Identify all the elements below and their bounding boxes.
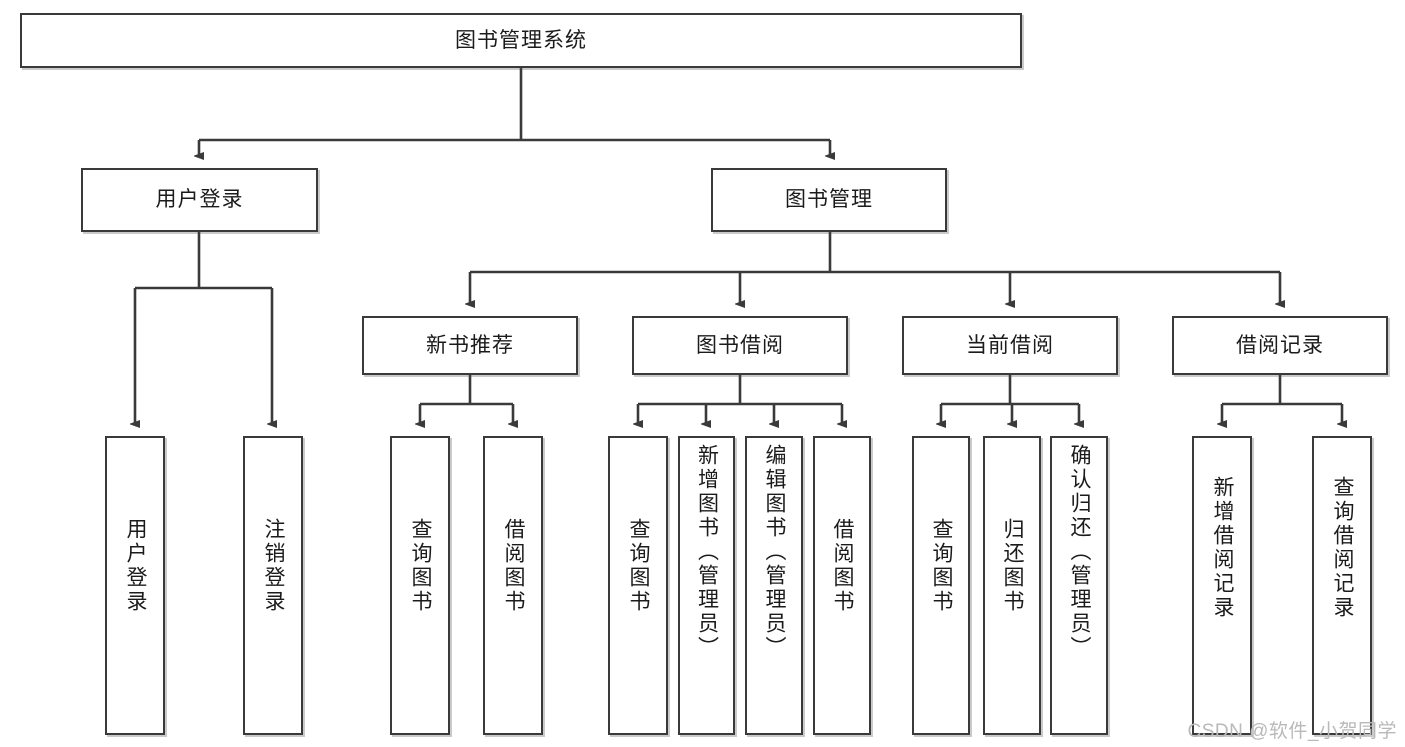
node-leaf-borrow-book-2[interactable]: 借阅图书 [813,436,871,735]
node-book-borrow-label: 图书借阅 [696,333,784,357]
node-new-book-recommend-label: 新书推荐 [426,333,514,357]
node-leaf-user-login[interactable]: 用户登录 [105,436,165,735]
node-leaf-edit-book-admin[interactable]: 编辑图书（管理员） [745,436,803,735]
node-leaf-borrow-book-1-label: 借阅图书 [502,518,526,614]
node-leaf-edit-book-admin-label: 编辑图书（管理员） [763,444,787,660]
node-leaf-query-book-1-label: 查询图书 [409,518,433,614]
node-leaf-confirm-return-admin-label: 确认归还（管理员） [1068,444,1092,660]
node-leaf-query-borrow-record-label: 查询借阅记录 [1331,476,1355,620]
node-leaf-query-book-3[interactable]: 查询图书 [912,436,970,735]
node-book-manage[interactable]: 图书管理 [711,168,947,232]
node-book-borrow[interactable]: 图书借阅 [632,316,848,375]
node-current-borrow-label: 当前借阅 [966,333,1054,357]
node-user-login[interactable]: 用户登录 [81,168,318,232]
node-current-borrow[interactable]: 当前借阅 [902,316,1118,375]
node-leaf-borrow-book-1[interactable]: 借阅图书 [483,436,543,735]
node-root[interactable]: 图书管理系统 [20,13,1022,68]
node-leaf-user-login-label: 用户登录 [124,518,148,614]
node-leaf-user-logout[interactable]: 注销登录 [243,436,303,735]
node-root-label: 图书管理系统 [455,28,587,52]
csdn-watermark: CSDN @软件_小贺同学 [1187,721,1397,742]
node-borrow-record-label: 借阅记录 [1236,333,1324,357]
node-leaf-query-book-2-label: 查询图书 [627,518,651,614]
node-user-login-label: 用户登录 [155,188,244,212]
node-leaf-return-book[interactable]: 归还图书 [983,436,1041,735]
node-leaf-query-borrow-record[interactable]: 查询借阅记录 [1312,436,1372,735]
node-leaf-add-borrow-record-label: 新增借阅记录 [1211,476,1235,620]
node-book-manage-label: 图书管理 [785,188,873,212]
node-leaf-query-book-2[interactable]: 查询图书 [608,436,668,735]
node-borrow-record[interactable]: 借阅记录 [1172,316,1388,375]
node-leaf-query-book-3-label: 查询图书 [930,518,954,614]
node-new-book-recommend[interactable]: 新书推荐 [362,316,578,375]
node-leaf-borrow-book-2-label: 借阅图书 [831,518,855,614]
node-leaf-add-borrow-record[interactable]: 新增借阅记录 [1192,436,1252,735]
node-leaf-add-book-admin-label: 新增图书（管理员） [695,444,719,660]
node-leaf-user-logout-label: 注销登录 [262,518,286,614]
node-leaf-add-book-admin[interactable]: 新增图书（管理员） [678,436,735,735]
node-leaf-query-book-1[interactable]: 查询图书 [390,436,450,735]
node-leaf-return-book-label: 归还图书 [1001,518,1025,614]
node-leaf-confirm-return-admin[interactable]: 确认归还（管理员） [1050,436,1108,735]
